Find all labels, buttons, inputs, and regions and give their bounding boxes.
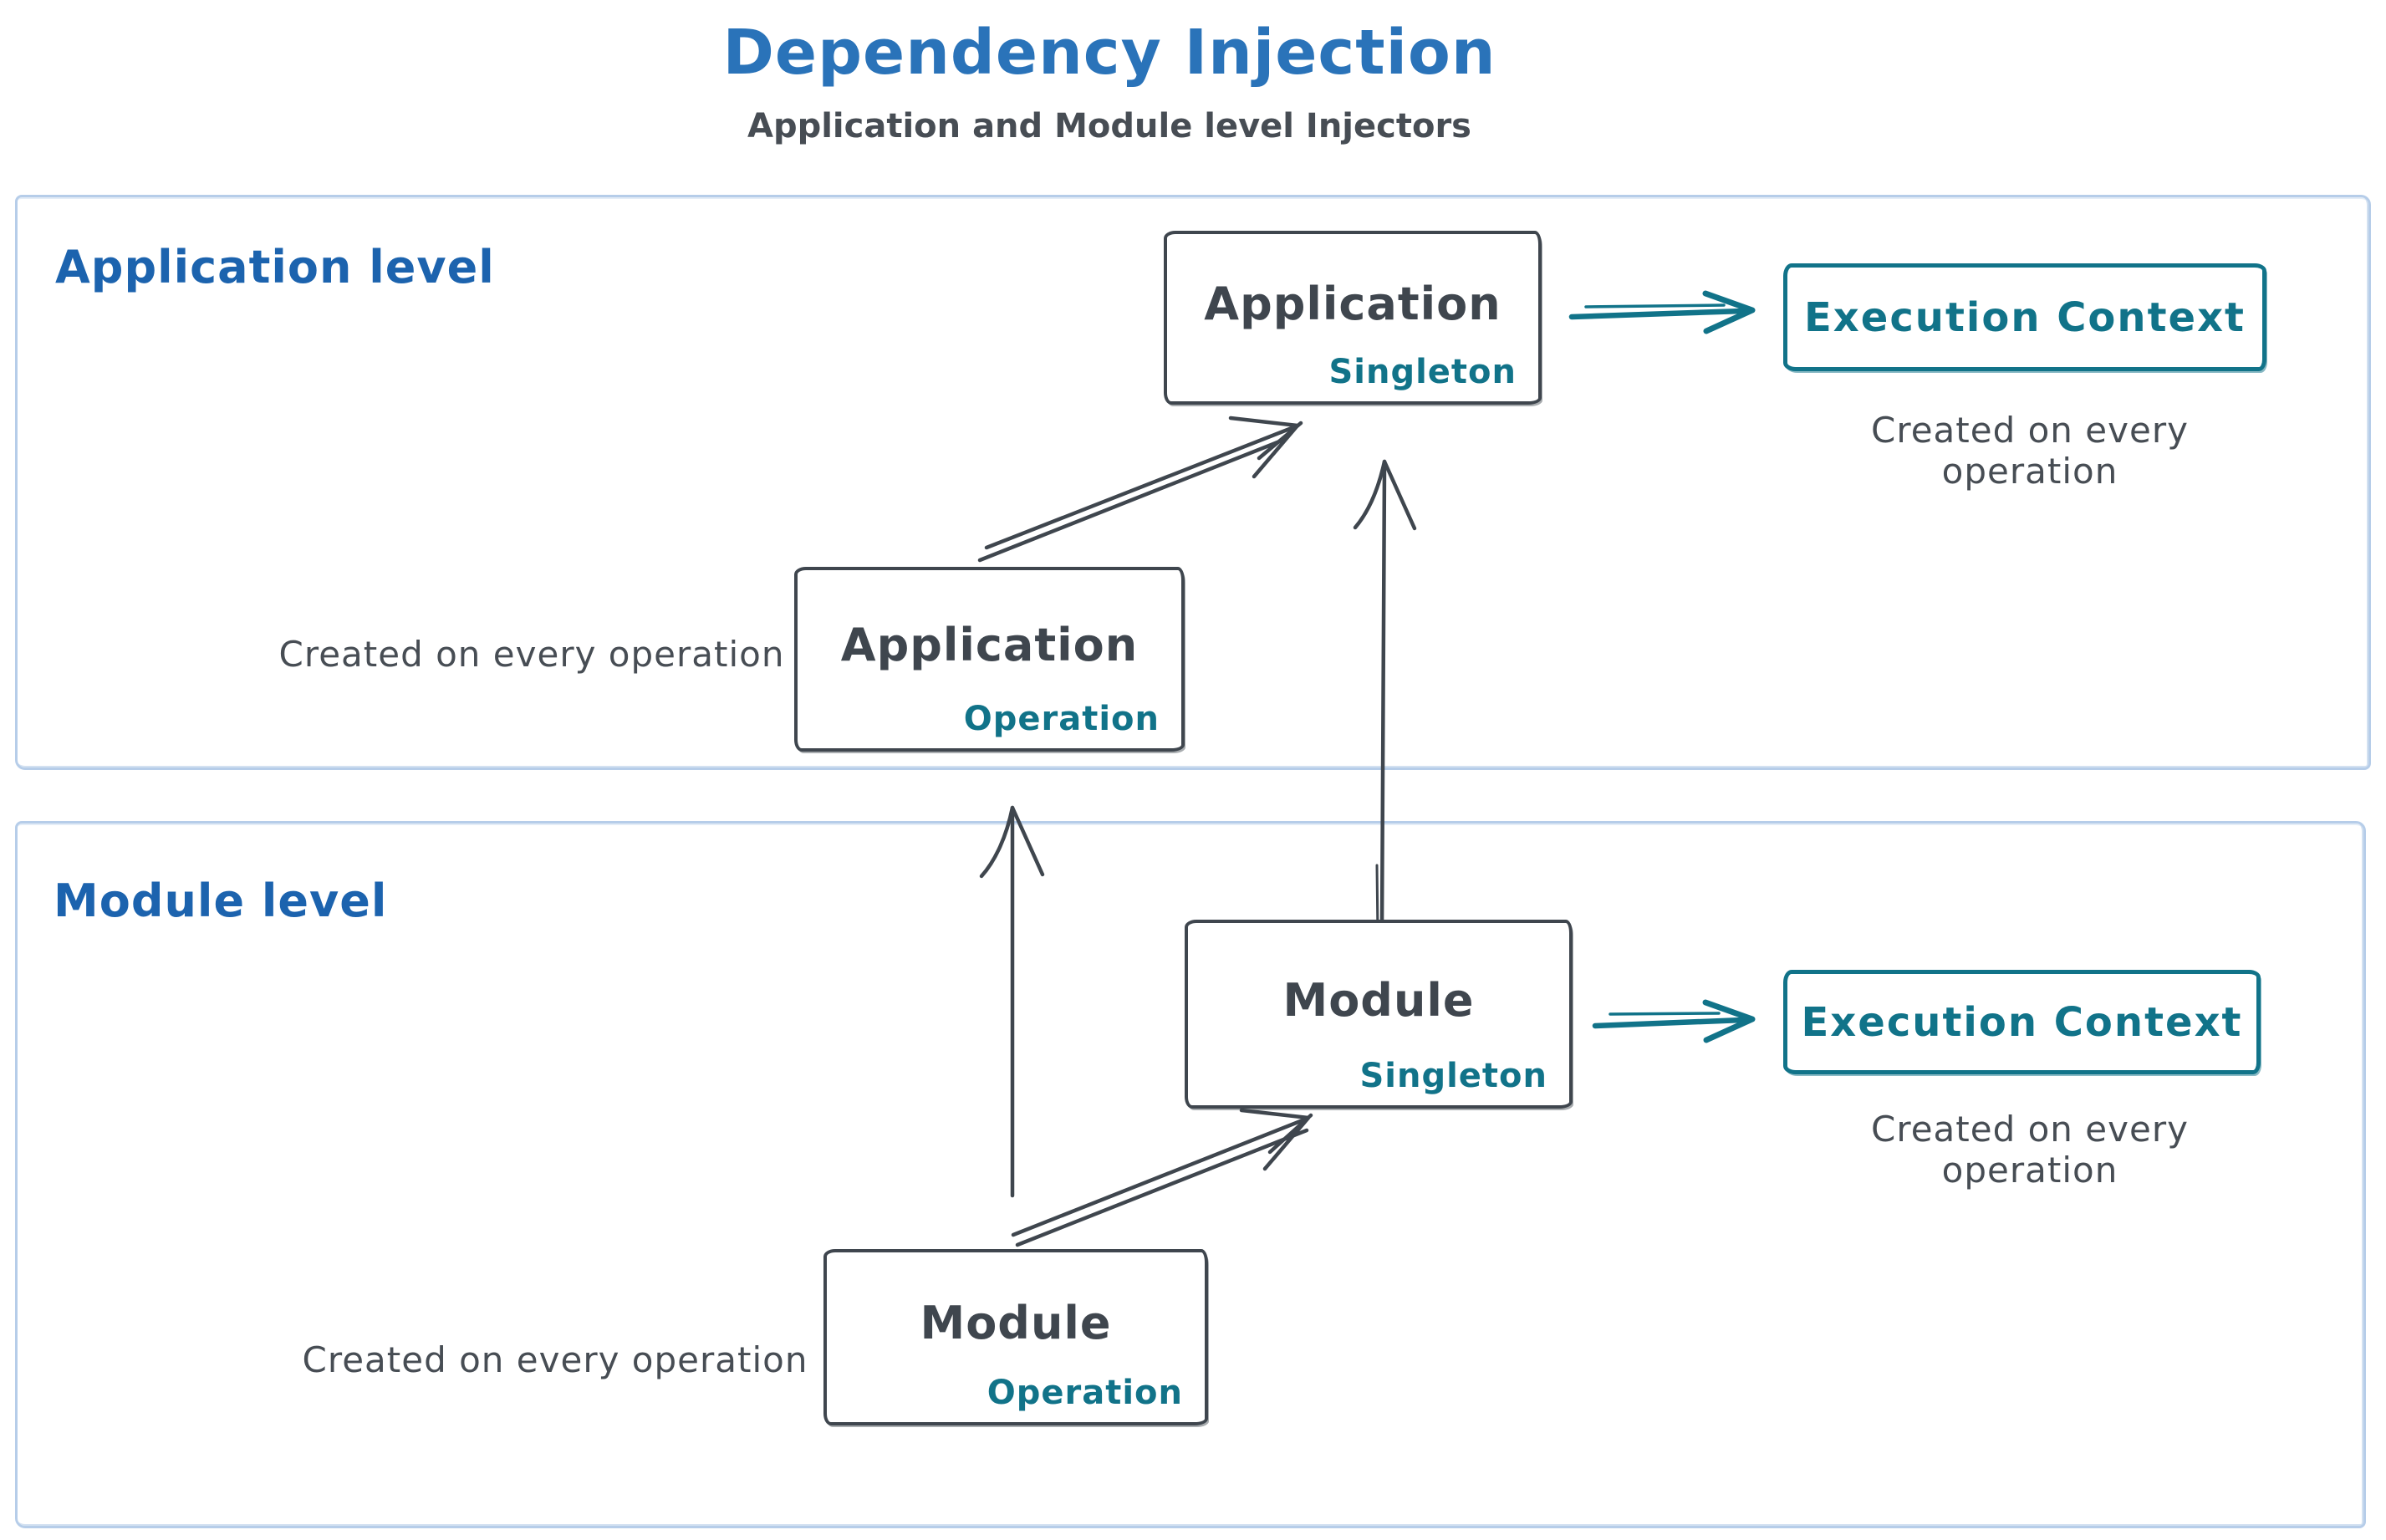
app-singleton-tag: Singleton	[1328, 353, 1517, 391]
module-singleton-title: Module	[1282, 973, 1475, 1027]
app-singleton-title: Application	[1204, 277, 1501, 330]
module-singleton-box: Module Singleton	[1185, 920, 1573, 1109]
app-operation-box: Application Operation	[794, 567, 1185, 752]
app-singleton-box: Application Singleton	[1164, 231, 1542, 405]
module-execution-context-caption: Created on every operation	[1871, 1109, 2189, 1191]
app-operation-title: Application	[840, 619, 1139, 671]
module-level-container	[15, 821, 2366, 1528]
page-title: Dependency Injection	[722, 17, 1496, 89]
app-execution-context-label: Execution Context	[1804, 293, 2246, 341]
module-operation-tag: Operation	[987, 1374, 1183, 1412]
module-operation-caption: Created on every operation	[302, 1339, 808, 1380]
app-operation-caption: Created on every operation	[278, 634, 785, 675]
module-execution-context-box: Execution Context	[1783, 970, 2261, 1074]
app-operation-tag: Operation	[963, 700, 1160, 738]
module-operation-title: Module	[920, 1297, 1112, 1349]
app-execution-context-caption: Created on every operation	[1871, 410, 2189, 492]
application-level-container	[15, 195, 2371, 770]
module-level-label: Module level	[54, 875, 388, 927]
application-level-label: Application level	[55, 241, 495, 293]
module-operation-box: Module Operation	[823, 1249, 1208, 1425]
page-subtitle: Application and Module level Injectors	[747, 107, 1471, 145]
app-execution-context-box: Execution Context	[1783, 263, 2266, 371]
module-singleton-tag: Singleton	[1359, 1057, 1547, 1095]
module-execution-context-label: Execution Context	[1801, 998, 2243, 1046]
